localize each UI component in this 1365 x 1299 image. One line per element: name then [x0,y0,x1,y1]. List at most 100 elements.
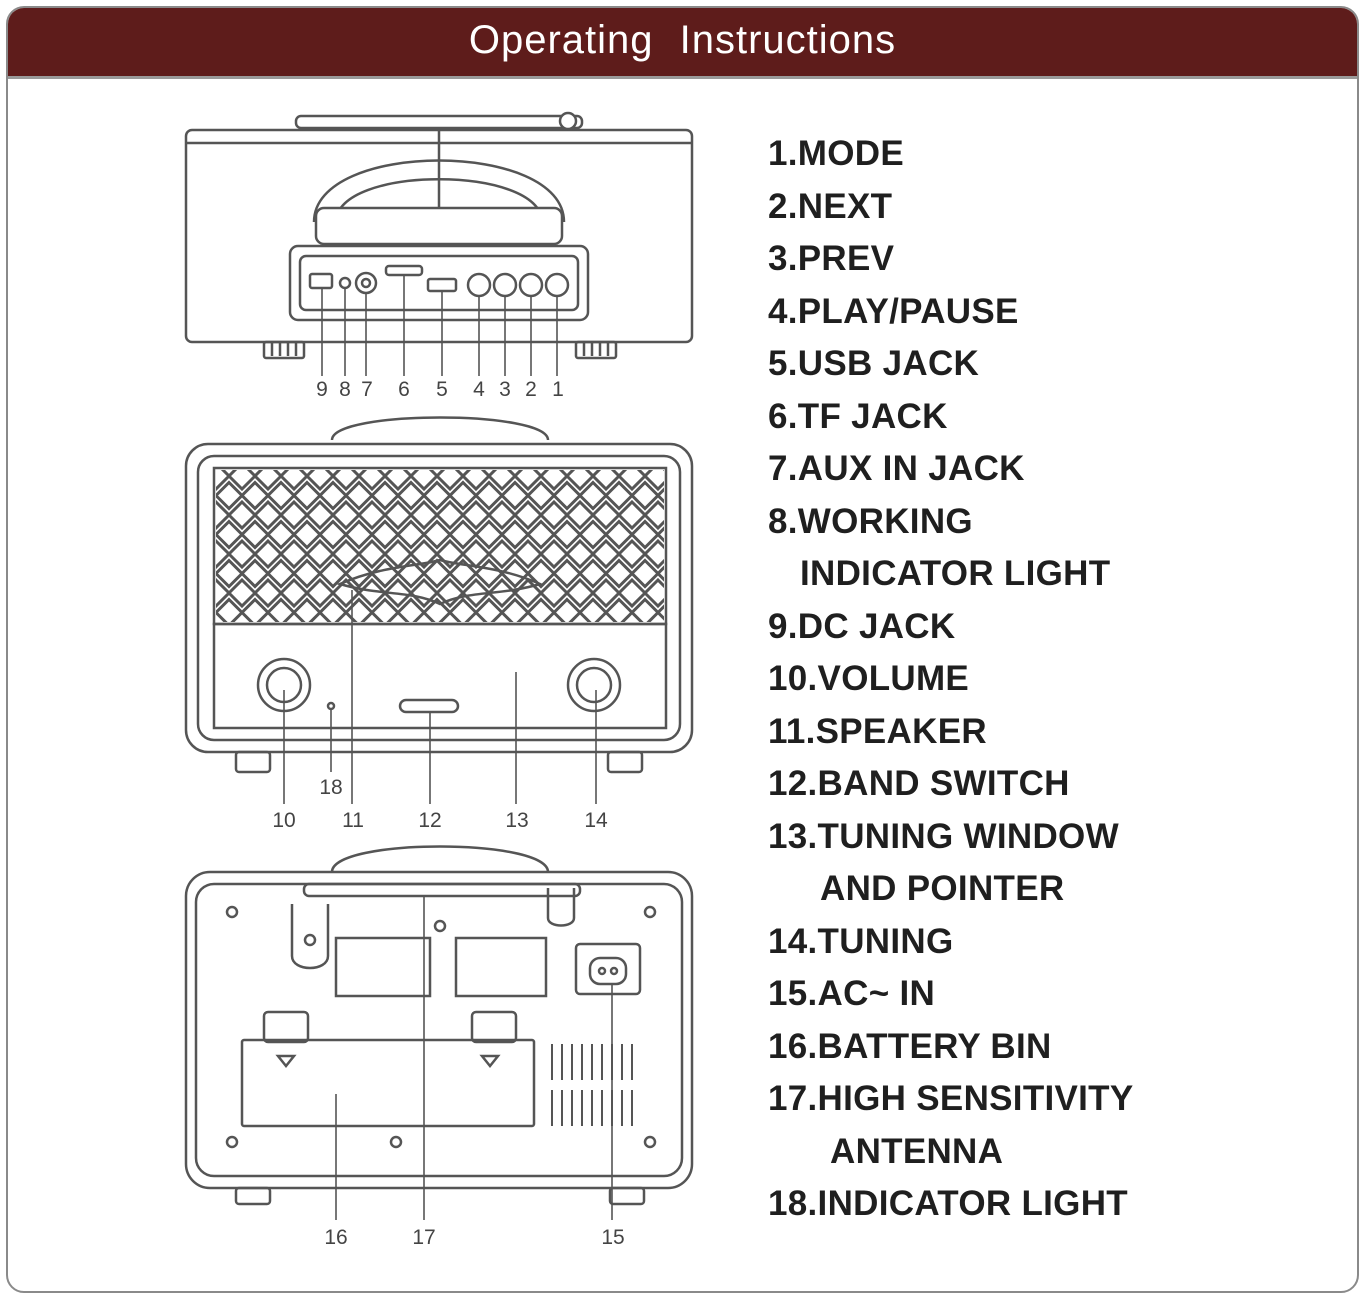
grille-cell [226,470,258,492]
grille-cell [525,480,557,511]
callout-10: 10 [272,809,295,832]
grille-cell [551,519,583,550]
callouts-front: 18 10 11 12 13 14 [272,776,608,832]
grille-cell [655,526,664,543]
grille-cell [551,480,583,511]
grille-cell [434,577,466,609]
legend-item: 18.INDICATOR LIGHT [768,1184,1128,1223]
grille-cell [304,538,336,570]
grille-cell [317,480,349,511]
grille-cell [226,577,258,609]
grille-cell [642,538,664,570]
grille-cell [369,597,401,622]
grille-cell [551,597,583,622]
grille-cell [239,597,271,622]
grille-cell [577,597,609,622]
callout-9: 9 [316,378,328,401]
grille-cell [356,470,388,492]
grille-cell [512,577,544,609]
grille-cell [473,480,505,511]
callout-14: 14 [584,809,608,832]
grille-cell [252,577,284,609]
grille-cell [564,470,596,492]
grille-cell [291,597,323,622]
callout-11: 11 [342,809,364,832]
grille-cell [395,519,427,550]
grille-cell [499,558,531,589]
grille-cell [603,558,635,589]
grille-cell [642,577,664,609]
grille-cell [216,538,232,570]
grille-cell [239,558,271,589]
grille-cell [317,519,349,550]
grille-cell [216,558,245,589]
legend-item: 1.MODE [768,134,904,173]
grille-cell [330,577,362,609]
grille-cell [252,538,284,570]
grille-cell [434,470,466,492]
grille-cell [473,558,505,589]
grille-cell [486,577,518,609]
grille-cell [408,538,440,570]
grille-cell [343,519,375,550]
grille-cell [486,499,518,531]
callout-5: 5 [436,378,448,401]
grille-cell [538,470,570,492]
grille-cell [629,558,661,589]
legend-item: 14.TUNING [768,921,954,961]
grille-cell [216,577,232,609]
grille-cell [278,499,310,531]
grille-cell [304,577,336,609]
grille-cell [421,597,453,622]
legend-item: 13.TUNING WINDOW [768,816,1119,856]
grille-cell [226,499,258,531]
grille-cell [447,558,479,589]
grille-cell [473,519,505,550]
grille-cell [655,565,664,582]
grille-cell [551,558,583,589]
grille-cell [216,597,245,622]
grille-cell [382,470,414,492]
grille-cell [304,470,336,492]
grille-cell [395,558,427,589]
grille-cell [291,519,323,550]
legend-item: 2.NEXT [768,186,893,226]
grille-cell [330,470,362,492]
grille-cell [421,558,453,589]
grille-cell [616,470,648,492]
grille-cell [629,480,661,511]
grille-cell [226,538,258,570]
grille-cell [473,597,505,622]
radio-top-view [184,111,694,376]
grille-cell [265,480,297,511]
grille-cell [408,470,440,492]
grille-cell [525,597,557,622]
grille-cell [655,604,664,621]
grille-cell [616,538,648,570]
grille-cell [395,597,427,622]
grille-cell [512,499,544,531]
legend-item: 15.AC~ IN [768,974,936,1013]
grille-cell [382,499,414,531]
callout-1: 1 [552,378,564,401]
header-bar: Operating Instructions [8,8,1357,79]
grille-cell [434,538,466,570]
grille-cell [460,538,492,570]
grille-cell [460,470,492,492]
grille-cell [616,577,648,609]
grille-cell [278,538,310,570]
grille-cell [317,558,349,589]
grille-cell [590,577,622,609]
grille-cell [499,519,531,550]
grille-cell [330,538,362,570]
grille-cell [603,597,635,622]
grille-cell [330,499,362,531]
grille-cell [538,577,570,609]
grille-cell [239,480,271,511]
grille-cell [382,538,414,570]
grille-cell [538,499,570,531]
grille-cell [252,470,284,492]
radio-back-view [184,845,694,1220]
grille-cell [356,499,388,531]
